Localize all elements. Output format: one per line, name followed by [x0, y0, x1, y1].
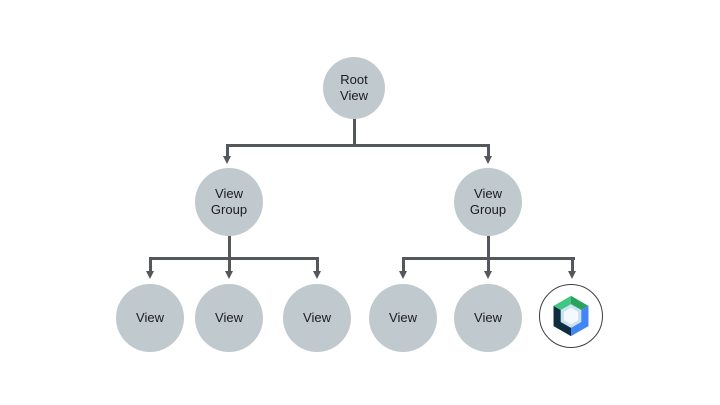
connector-drop-view4 [401, 257, 405, 272]
node-viewgroup-left: View Group [195, 168, 263, 236]
node-view-2-label: View [215, 310, 243, 325]
node-view-2: View [195, 284, 263, 352]
connector-level1-hline [226, 144, 490, 147]
connector-drop-view5 [486, 257, 490, 272]
node-viewgroup-right-label: View Group [469, 186, 507, 217]
connector-viewgroup-right-stem [486, 234, 490, 259]
node-root-view-label: Root View [340, 72, 368, 103]
connector-viewgroup-left-stem [227, 234, 231, 259]
arrowhead-to-view5 [483, 271, 492, 279]
jetpack-compose-icon [553, 295, 589, 337]
connector-level1-drop-right [486, 144, 490, 158]
node-view-5: View [454, 284, 522, 352]
connector-drop-view3 [315, 257, 319, 272]
node-view-3-label: View [303, 310, 331, 325]
node-view-4-label: View [389, 310, 417, 325]
arrowhead-to-viewgroup-right [483, 156, 492, 164]
node-viewgroup-left-label: View Group [210, 186, 248, 217]
connector-level1-drop-left [226, 144, 229, 158]
node-compose-leaf [539, 284, 603, 348]
node-view-5-label: View [474, 310, 502, 325]
node-view-1: View [116, 284, 184, 352]
connector-drop-compose [571, 257, 574, 272]
node-root-view: Root View [323, 57, 385, 119]
arrowhead-to-view2 [224, 271, 233, 279]
node-view-3: View [283, 284, 351, 352]
arrowhead-to-view3 [312, 271, 321, 279]
arrowhead-to-viewgroup-left [223, 156, 231, 164]
node-view-1-label: View [136, 310, 164, 325]
connector-root-stem [352, 117, 356, 145]
connector-drop-view2 [227, 257, 231, 272]
arrowhead-to-view4 [398, 271, 407, 279]
arrowhead-to-view1 [145, 271, 154, 279]
connector-level2-left-hline [148, 257, 319, 260]
connector-drop-view1 [148, 257, 152, 272]
node-view-4: View [369, 284, 437, 352]
arrowhead-to-compose [568, 271, 576, 279]
node-viewgroup-right: View Group [454, 168, 522, 236]
